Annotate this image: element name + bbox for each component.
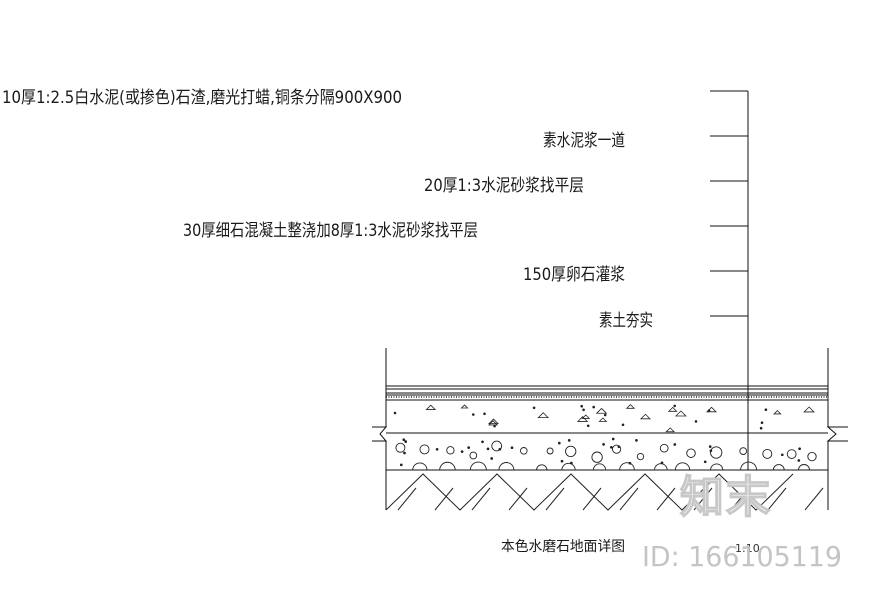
layer-label-pebble-150: 150厚卵石灌浆 xyxy=(523,265,625,285)
leader-lines xyxy=(710,90,749,470)
drawing-scale: 1:10 xyxy=(735,542,760,555)
layer-labels: 10厚1:2.5白水泥(或掺色)石渣,磨光打蜡,铜条分隔900X900 素水泥浆… xyxy=(2,88,653,331)
section-layers xyxy=(372,348,848,511)
layer-label-leveling-20: 20厚1:3水泥砂浆找平层 xyxy=(424,176,584,196)
watermark: 知末 ID: 166105119 xyxy=(642,471,842,573)
layer-label-terrazzo: 10厚1:2.5白水泥(或掺色)石渣,磨光打蜡,铜条分隔900X900 xyxy=(2,88,402,108)
drawing-title: 本色水磨石地面详图 xyxy=(501,538,625,555)
watermark-id: ID: 166105119 xyxy=(642,540,842,573)
layer-label-compacted-soil: 素土夯实 xyxy=(599,311,653,331)
watermark-logo: 知末 xyxy=(680,472,772,523)
layer-label-cement-slurry: 素水泥浆一道 xyxy=(543,131,625,151)
layer-label-concrete-30: 30厚细石混凝土整浇加8厚1:3水泥砂浆找平层 xyxy=(183,221,478,241)
